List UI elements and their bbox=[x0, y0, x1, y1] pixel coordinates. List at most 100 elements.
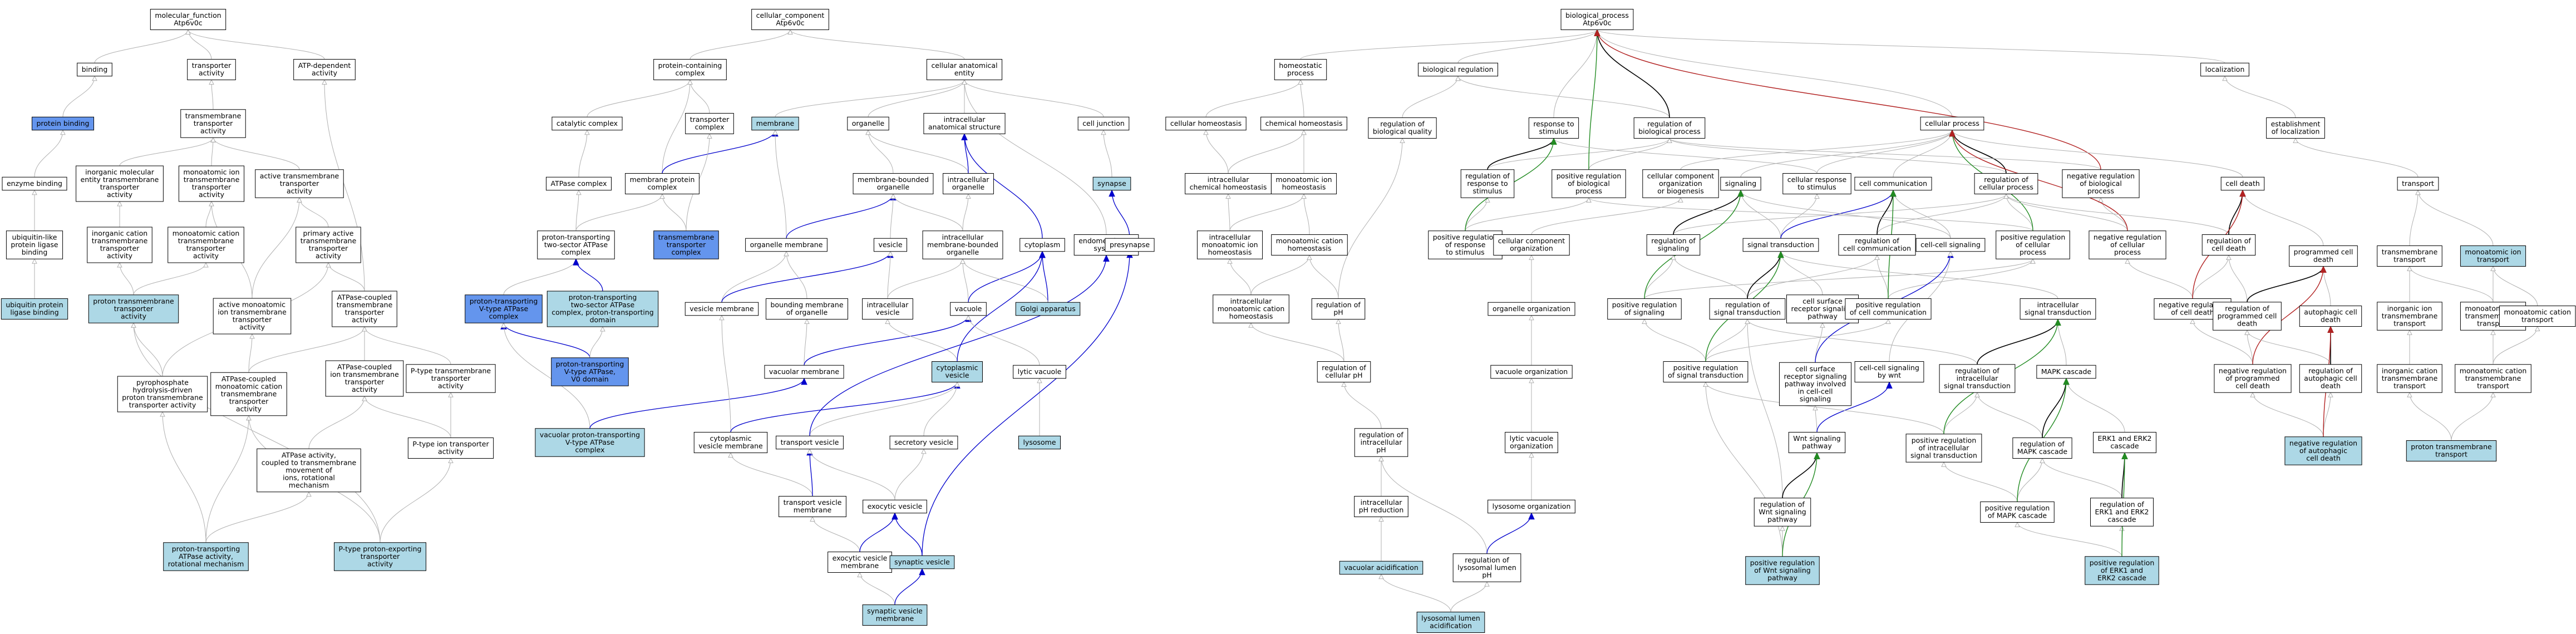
go-term-node[interactable]: lysosome organization bbox=[1488, 499, 1575, 514]
go-term-node[interactable]: cell death bbox=[2220, 176, 2265, 191]
go-term-node[interactable]: MAPK cascade bbox=[2036, 365, 2096, 379]
go-term-node[interactable]: synaptic vesicle bbox=[889, 555, 955, 569]
go-term-node[interactable]: monoatomic iontransmembranetransporterac… bbox=[178, 165, 245, 202]
go-term-node[interactable]: vesicle membrane bbox=[684, 302, 759, 316]
go-term-node[interactable]: exocytic vesicle bbox=[863, 499, 927, 514]
go-term-node[interactable]: secretory vesicle bbox=[889, 435, 958, 450]
go-term-node[interactable]: presynapse bbox=[1105, 238, 1155, 252]
go-term-node[interactable]: transport bbox=[2397, 176, 2439, 191]
go-term-node[interactable]: enzyme binding bbox=[2, 176, 67, 191]
go-term-node[interactable]: cytoplasm bbox=[1019, 238, 1065, 252]
go-term-node[interactable]: lytic vacuole bbox=[1013, 365, 1066, 379]
go-term-node[interactable]: monoatomic cationtransmembranetransporte… bbox=[168, 227, 244, 263]
go-term-node[interactable]: cell communication bbox=[1854, 176, 1932, 191]
go-term-node[interactable]: cell-cell signaling bbox=[1915, 238, 1986, 252]
go-term-node[interactable]: synapse bbox=[1092, 176, 1131, 191]
go-term-node[interactable]: vacuolar acidification bbox=[1339, 561, 1424, 575]
go-term-node[interactable]: organelle membrane bbox=[745, 238, 828, 252]
go-term-node[interactable]: signaling bbox=[1720, 176, 1761, 191]
go-term-node[interactable]: protein binding bbox=[31, 116, 95, 131]
go-term-node[interactable]: ATPase activity,coupled to transmembrane… bbox=[257, 448, 361, 493]
go-term-node[interactable]: membrane bbox=[751, 116, 799, 131]
go-term-node[interactable]: lysosome bbox=[1018, 435, 1061, 450]
go-term-node[interactable]: chemical homeostasis bbox=[1260, 116, 1347, 131]
go-term-node[interactable]: vesicle bbox=[873, 238, 908, 252]
go-term-node[interactable]: cellular homeostasis bbox=[1165, 116, 1247, 131]
go-term-node[interactable]: localization bbox=[2200, 62, 2249, 77]
go-term-node[interactable]: binding bbox=[77, 62, 112, 77]
go-term-node[interactable]: P-type proton-exportingtransporteractivi… bbox=[334, 542, 426, 571]
go-term-node[interactable]: organelle bbox=[847, 116, 889, 131]
go-term-node[interactable]: organelle organization bbox=[1488, 302, 1575, 316]
go-term-node[interactable]: inorganic cationtransmembranetransporter… bbox=[87, 227, 152, 263]
